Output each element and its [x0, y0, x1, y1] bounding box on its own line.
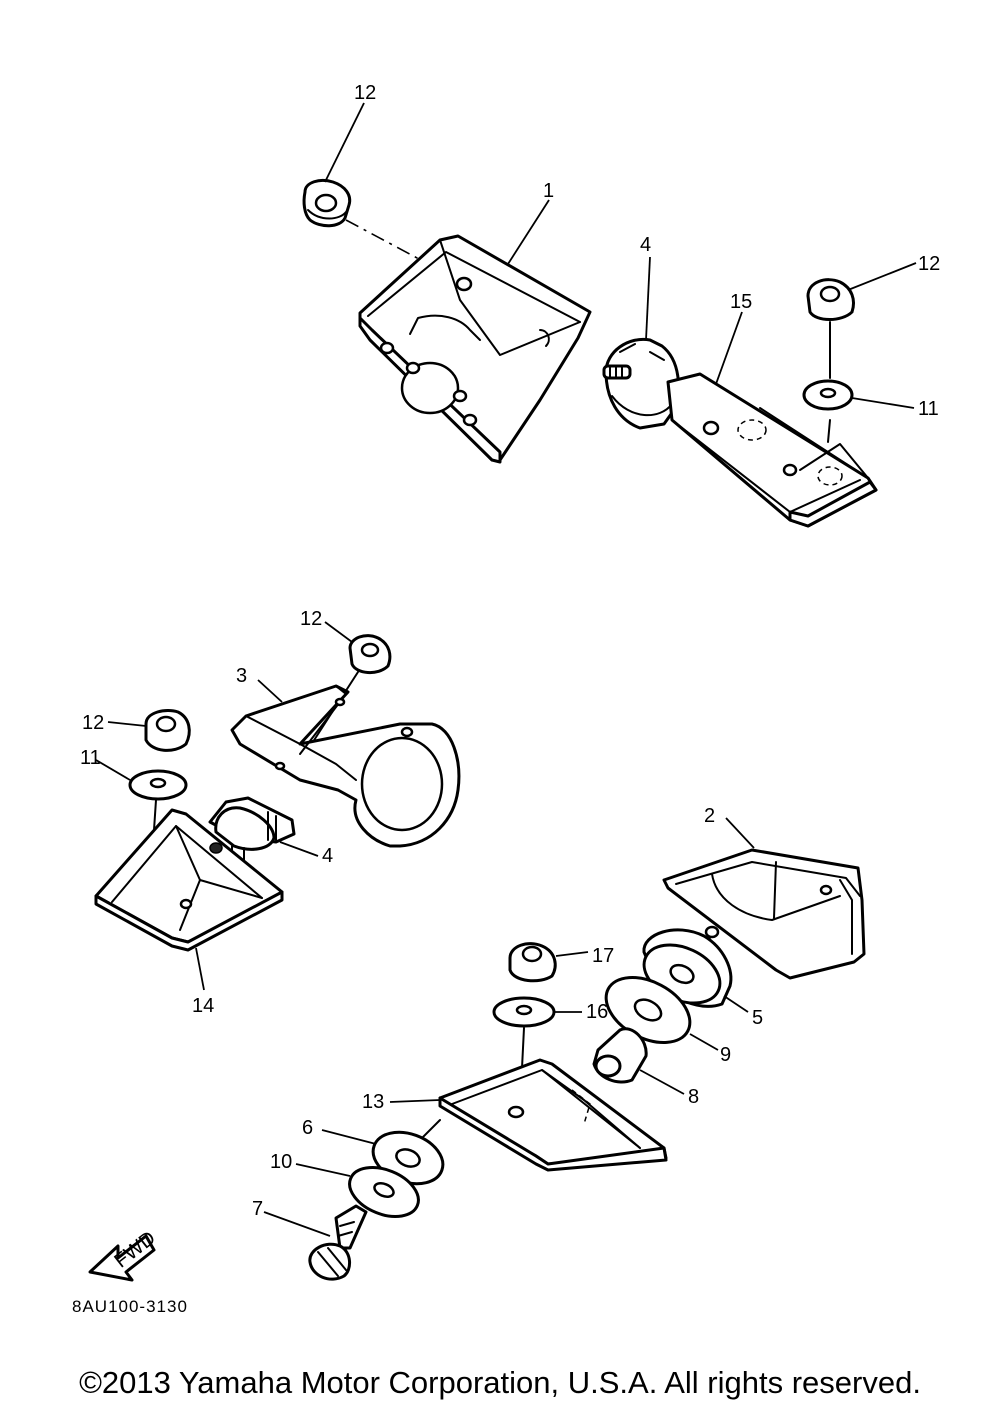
part-11-washer-left: [128, 769, 188, 801]
callout-7: 7: [252, 1198, 263, 1220]
diagram-code: 8AU100-3130: [72, 1297, 188, 1316]
part-11-washer-top: [802, 379, 854, 411]
callout-17: 17: [592, 945, 614, 967]
callout-5: 5: [752, 1007, 763, 1029]
part-12-nut-right: [806, 278, 855, 321]
part-2-bracket: [662, 848, 866, 980]
callout-16: 16: [586, 1001, 608, 1023]
callout-15: 15: [730, 291, 752, 313]
part-3-bracket: [230, 684, 461, 848]
copyright-notice: ©2013 Yamaha Motor Corporation, U.S.A. A…: [79, 1365, 921, 1400]
callout-14: 14: [192, 995, 214, 1017]
callout-4-left: 4: [322, 845, 333, 867]
callout-4-top: 4: [640, 234, 651, 256]
callout-12-left: 12: [82, 712, 104, 734]
callout-10: 10: [270, 1151, 292, 1173]
callout-6: 6: [302, 1117, 313, 1139]
callout-8: 8: [688, 1086, 699, 1108]
part-7-bolt: [308, 1204, 368, 1281]
callout-13: 13: [362, 1091, 384, 1113]
part-14-bracket: [94, 808, 284, 952]
part-12-nut-mid: [348, 634, 392, 674]
part-10-washer: [348, 1166, 420, 1218]
part-4-mount-left: [208, 796, 296, 890]
callout-1: 1: [543, 180, 554, 202]
part-15-bracket: [666, 372, 878, 528]
part-8-collar: [592, 1027, 648, 1084]
callout-9: 9: [720, 1044, 731, 1066]
callout-12-right: 12: [918, 253, 940, 275]
fwd-arrow-icon: FWD: [88, 1227, 160, 1282]
callout-3: 3: [236, 665, 247, 687]
callout-11-left: 11: [80, 747, 101, 769]
callout-12-mid: 12: [300, 608, 322, 630]
callout-2: 2: [704, 805, 715, 827]
part-16-washer: [492, 996, 556, 1028]
callout-11-top: 11: [918, 398, 939, 420]
part-12-nut-top: [302, 178, 352, 228]
part-12-nut-left: [144, 709, 191, 752]
part-17-nut: [508, 942, 557, 983]
callout-12-top: 12: [354, 82, 376, 104]
part-1-bracket: [358, 234, 592, 464]
part-13-bracket: [438, 1058, 668, 1172]
